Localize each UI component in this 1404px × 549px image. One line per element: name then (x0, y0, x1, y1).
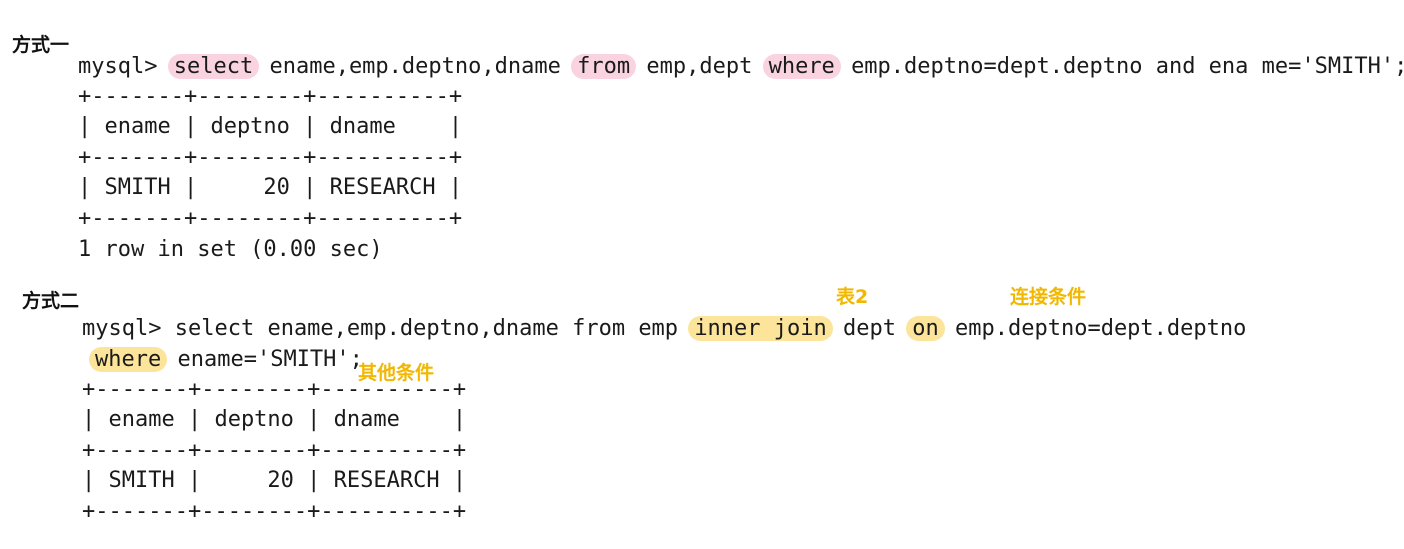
select-keyword: select (167, 54, 260, 79)
from-keyword: from (571, 54, 637, 79)
method1-result-summary: 1 row in set (0.00 sec) (78, 237, 383, 262)
where-keyword: where (89, 347, 168, 372)
method1-table-border-bottom: +-------+--------+----------+ (78, 206, 463, 231)
method1-table-row: | SMITH | 20 | RESEARCH | (78, 175, 463, 200)
method1-table-border-top: +-------+--------+----------+ (78, 84, 463, 109)
mysql-prompt: mysql> (78, 54, 158, 79)
mysql-prompt: mysql> (82, 316, 162, 341)
on-keyword: on (906, 316, 945, 341)
where-condition: emp.deptno=dept.deptno and ena me='SMITH… (851, 54, 1404, 79)
select-from-clause: select ename,emp.deptno,dname from emp (174, 316, 679, 341)
method2-table-border-bottom: +-------+--------+----------+ (82, 499, 467, 524)
method1-title: 方式一 (12, 34, 70, 56)
where-condition: ename='SMITH'; (177, 347, 363, 372)
method1-table-header: | ename | deptno | dname | (78, 114, 463, 139)
method2-title: 方式二 (22, 290, 80, 312)
from-tables: emp,dept (646, 54, 753, 79)
annotation-join-condition: 连接条件 (1010, 286, 1087, 308)
method2-table-header: | ename | deptno | dname | (82, 407, 467, 432)
method1-query-line: mysql> select ename,emp.deptno,dname fro… (78, 54, 1404, 79)
method1-table-border-mid: +-------+--------+----------+ (78, 145, 463, 170)
where-keyword: where (762, 54, 841, 79)
method2-query-line1: mysql> select ename,emp.deptno,dname fro… (82, 316, 1246, 341)
annotation-table2: 表2 (836, 286, 869, 308)
annotation-other-condition: 其他条件 (358, 362, 435, 384)
method2-query-line2: where ename='SMITH'; (89, 347, 363, 372)
join-condition: emp.deptno=dept.deptno (955, 316, 1247, 341)
inner-join-keyword: inner join (688, 316, 833, 341)
method2-table-border-top: +-------+--------+----------+ (82, 377, 467, 402)
join-table: dept (843, 316, 896, 341)
method2-table-border-mid: +-------+--------+----------+ (82, 438, 467, 463)
select-columns: ename,emp.deptno,dname (269, 54, 561, 79)
method2-table-row: | SMITH | 20 | RESEARCH | (82, 468, 467, 493)
